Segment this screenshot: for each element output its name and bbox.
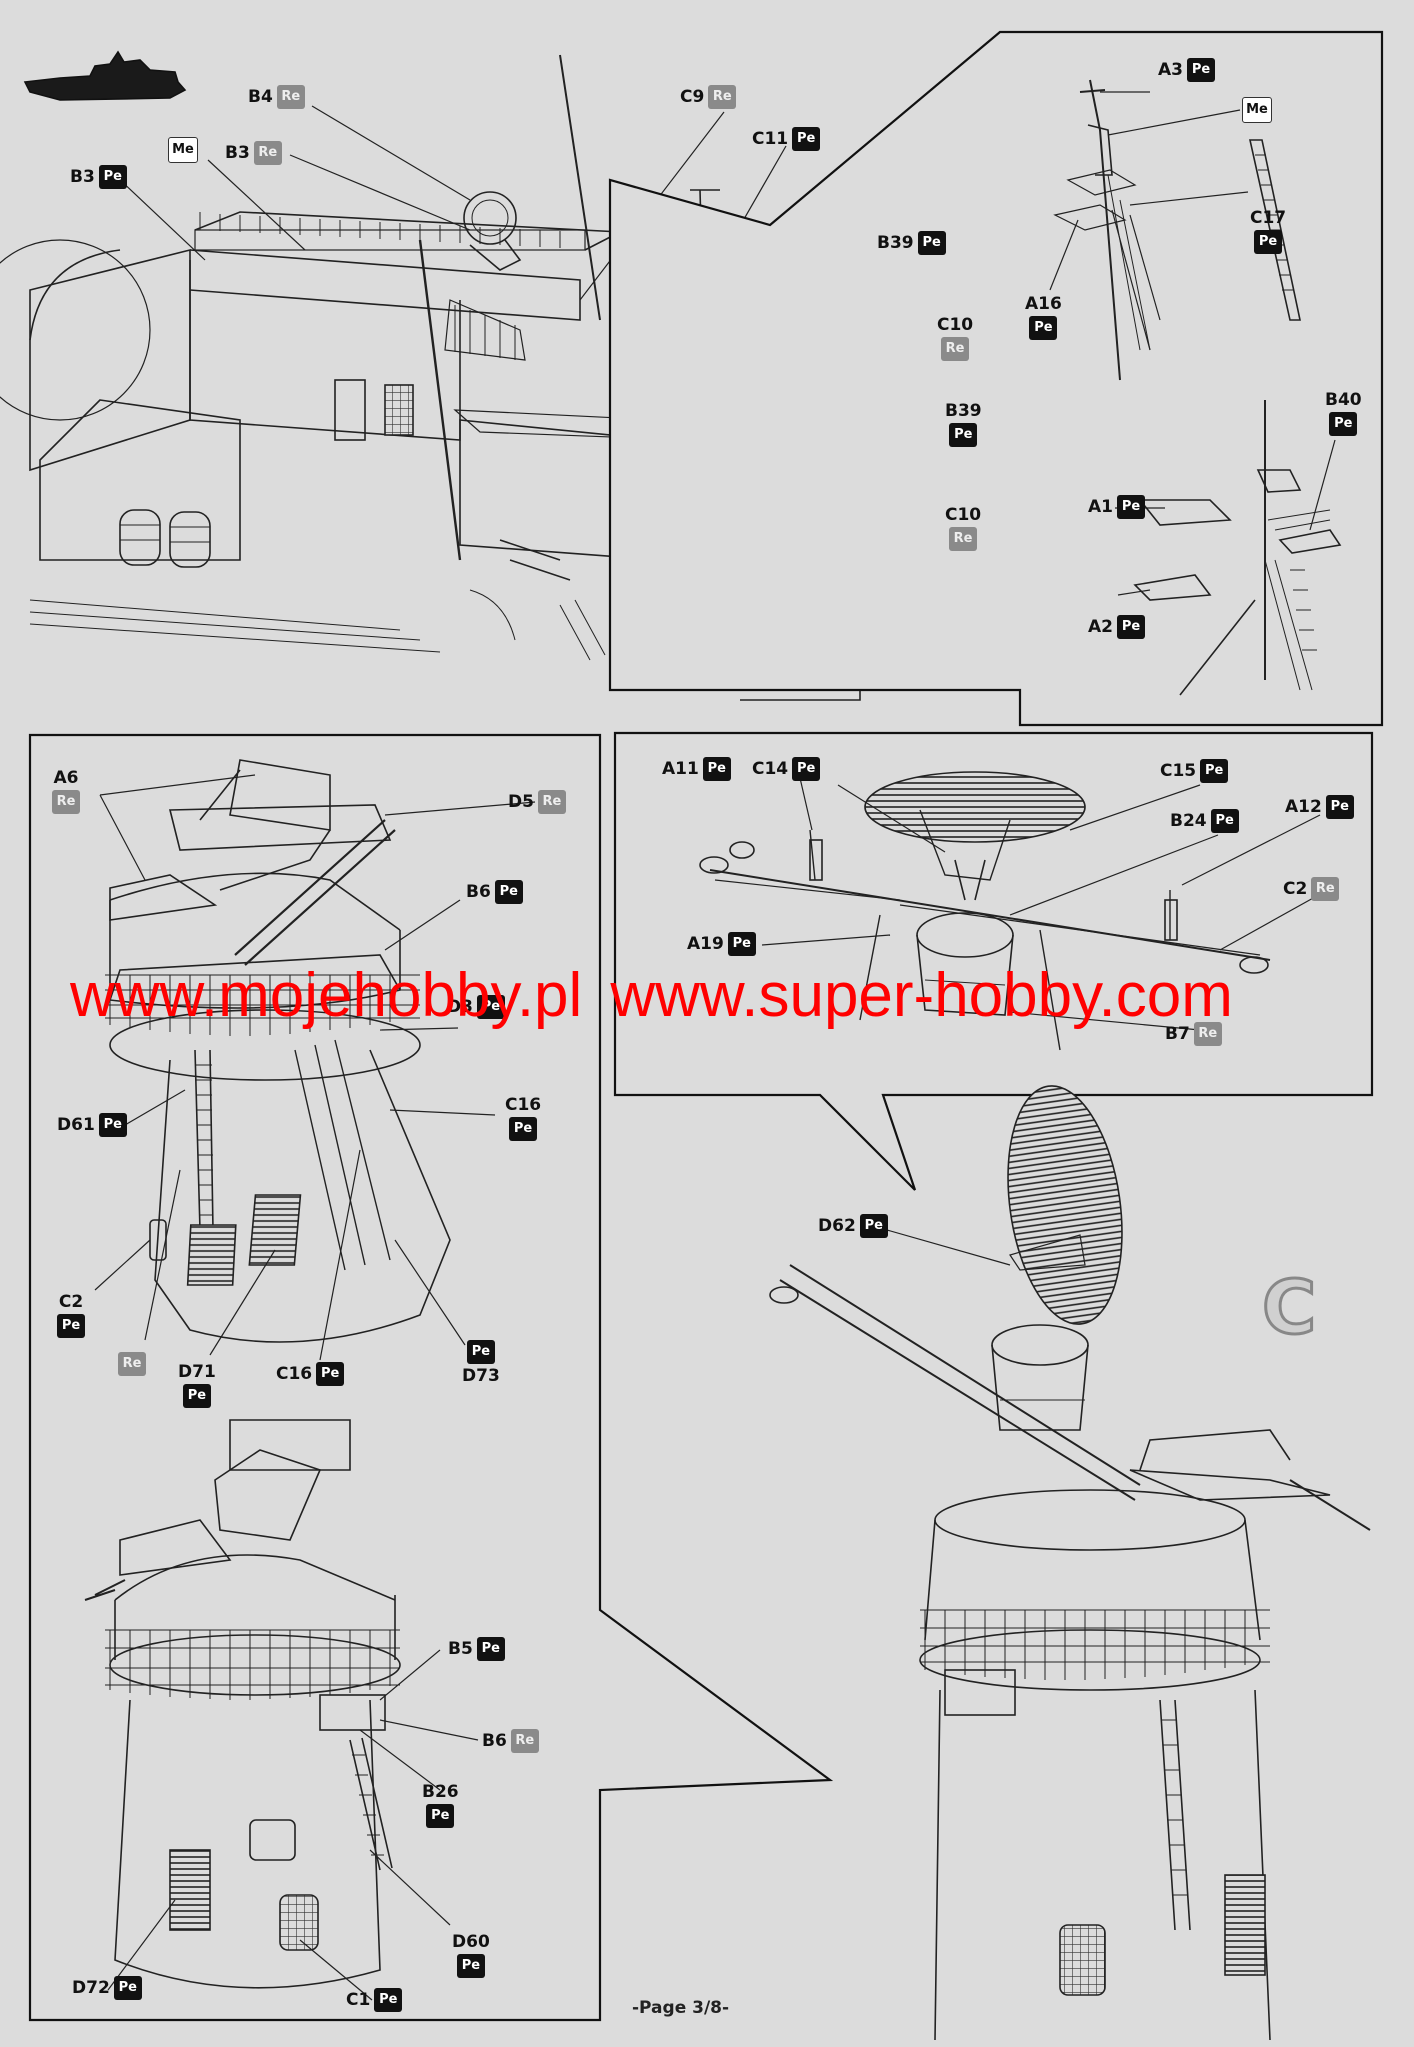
callout-frame-top-right: [608, 30, 1384, 727]
radar-platform-drawing: [699, 771, 1271, 1051]
ship-silhouette: [23, 50, 187, 101]
mast-pole: [559, 54, 601, 321]
callout-frame-middle-right: [613, 731, 1374, 1191]
mast-tower-lower: [84, 1419, 401, 1989]
watermark-left: www.mojehobby.pl: [70, 961, 583, 1030]
assembled-mast-drawing: [769, 1085, 1371, 2041]
badge-re-tower: Re: [118, 1352, 146, 1376]
page-number: -Page 3/8-: [632, 1998, 730, 2018]
badge-me-mast: Me: [1242, 97, 1272, 123]
leader-lines-tower-lower: [107, 1649, 479, 2001]
mast-assembly-drawing: [1053, 79, 1342, 696]
leader-lines-tower-upper: [94, 774, 536, 1361]
step-letter: C: [1260, 1264, 1317, 1353]
watermark-right: www.super-hobby.com: [610, 961, 1233, 1030]
leader-lines-mast: [1049, 91, 1336, 596]
life-raft-canisters: [119, 509, 211, 568]
watermark-text: www.mojehobby.pl www.super-hobby.com: [70, 960, 1370, 1031]
badge-me-top-left: Me: [168, 137, 198, 163]
radar-dome: [444, 191, 526, 361]
leader-lines-radar: [761, 777, 1321, 1031]
